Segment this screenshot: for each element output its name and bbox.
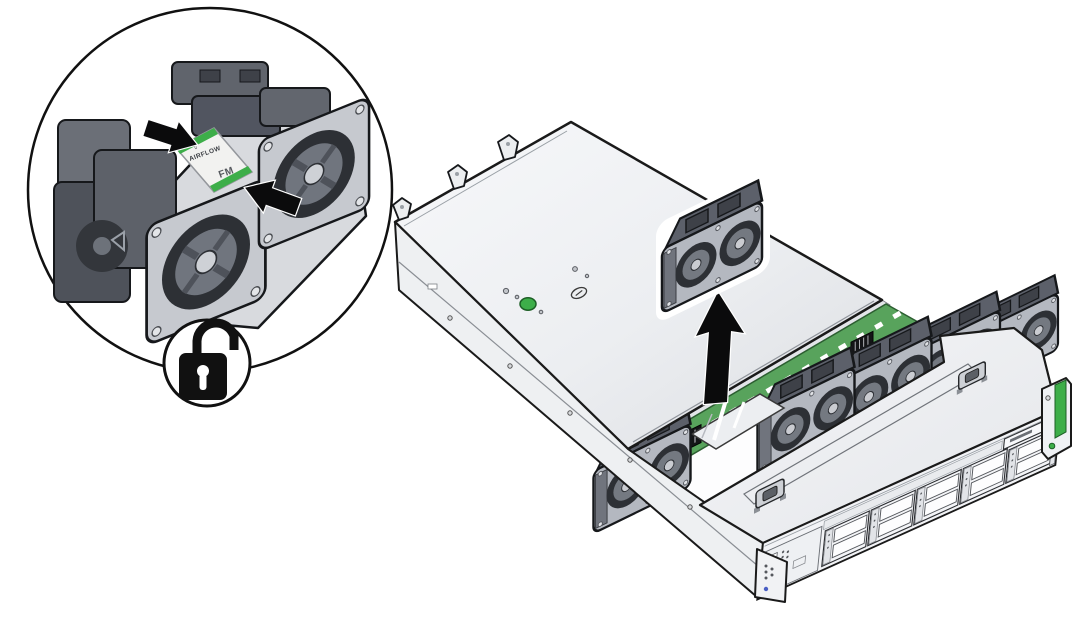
drive-bay-slot xyxy=(867,489,916,547)
lift-up-arrow-icon xyxy=(693,289,747,406)
bezel-channel xyxy=(823,440,1003,531)
cover-rivet xyxy=(502,287,510,295)
rail-screw xyxy=(627,457,633,463)
label-stripe-bottom xyxy=(210,166,252,192)
drive-bay-row xyxy=(821,429,1054,568)
airflow-direction-glyph: ⇧ xyxy=(191,141,200,152)
rear-tab xyxy=(497,134,519,161)
inset-callout: ⇧ AIRFLOW FM xyxy=(26,6,394,408)
rail-screw xyxy=(507,363,513,369)
rail-vent xyxy=(427,283,438,290)
rack-ear-label xyxy=(1054,379,1067,439)
left-fan-housing xyxy=(53,119,177,303)
unlock-icon xyxy=(179,318,239,400)
rack-ear-right xyxy=(1041,377,1072,460)
server-illustration xyxy=(392,120,1072,603)
rail-screw xyxy=(687,504,693,510)
locate-led xyxy=(1048,442,1056,450)
drive-bay-slot xyxy=(959,447,1008,506)
rack-ear-left xyxy=(754,548,788,603)
cover-rivet xyxy=(584,273,590,279)
rail-screw xyxy=(447,315,453,321)
rail-screw xyxy=(567,410,573,416)
drive-bay-slot xyxy=(821,510,870,568)
drive-bay-slot xyxy=(913,468,962,526)
fan-board-connector-row xyxy=(638,309,904,469)
cover-rivet xyxy=(572,266,578,272)
ear-screw xyxy=(1045,395,1051,401)
status-led xyxy=(763,586,769,592)
rear-bracket-tabs xyxy=(392,134,519,221)
front-drive-bays xyxy=(756,406,1063,602)
molded-arrow xyxy=(110,230,125,253)
cover-keyhole xyxy=(570,286,588,300)
rear-rotor-housings xyxy=(171,61,331,137)
unlock-badge xyxy=(162,318,252,408)
rear-tab xyxy=(447,164,468,190)
cover-release-button xyxy=(519,297,537,311)
fm-text: FM xyxy=(217,165,235,181)
cover-rivet xyxy=(538,309,544,315)
fan-module-closeup: ⇧ AIRFLOW FM xyxy=(53,61,369,345)
empty-fan-slot xyxy=(690,393,786,450)
cover-rivet xyxy=(514,294,520,300)
removed-fan-module xyxy=(656,173,770,320)
